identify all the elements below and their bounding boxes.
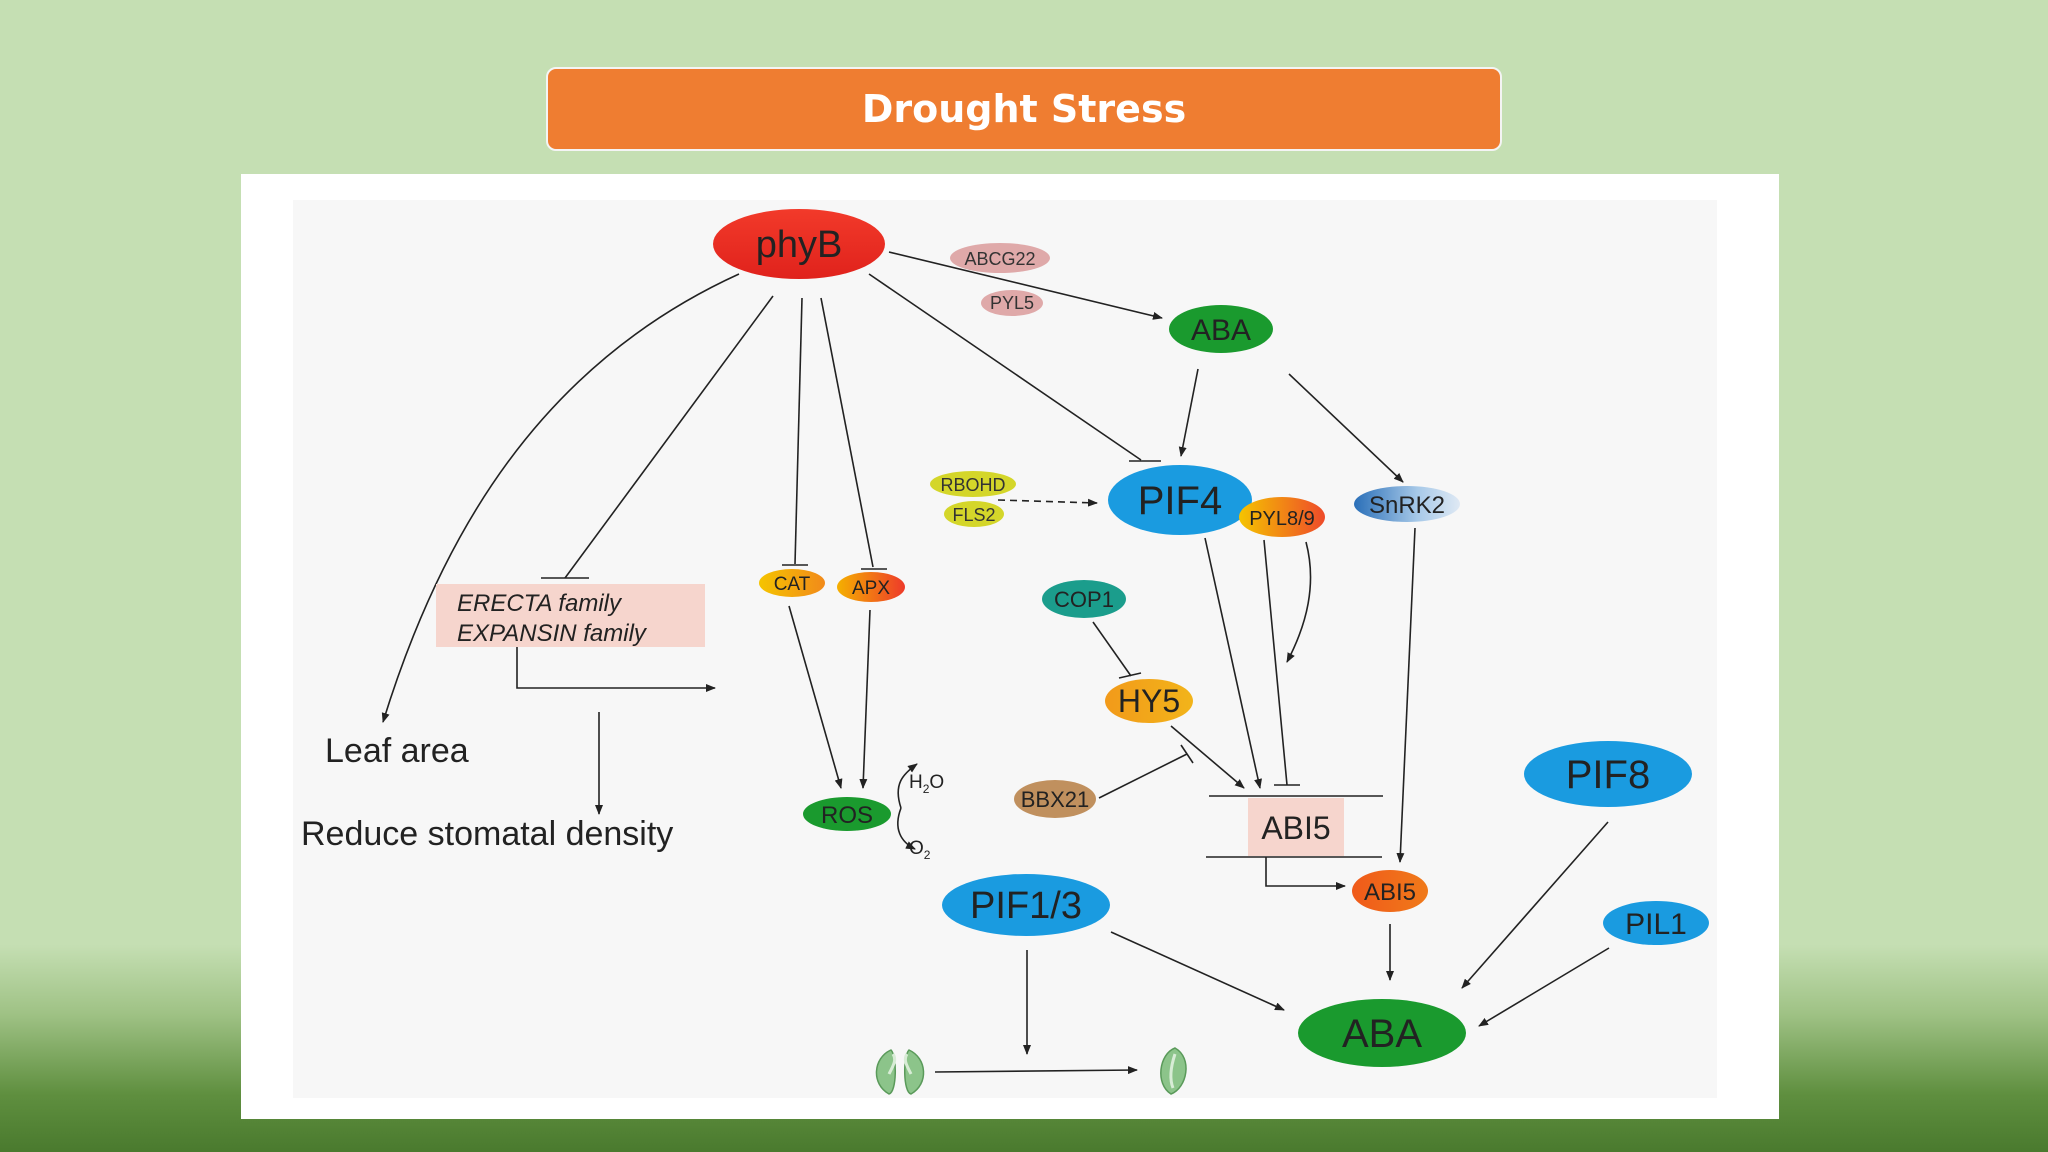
node-aba-bottom-label: ABA: [1342, 1012, 1422, 1056]
node-cop1-label: COP1: [1054, 587, 1114, 612]
node-ros: [803, 797, 891, 831]
node-bbx21: [1014, 780, 1096, 818]
node-rbohd-label: RBOHD: [940, 475, 1005, 495]
abi5-box-label: ABI5: [1261, 810, 1330, 846]
node-apx: [837, 572, 905, 602]
node-fls2: [944, 501, 1004, 527]
edge-erecta-right: [516, 646, 716, 692]
node-aba-top-label: ABA: [1191, 314, 1251, 347]
edge-pif4-abi5: [1204, 537, 1262, 789]
node-pif4-label: PIF4: [1138, 479, 1222, 523]
edge-phyb-cat: [794, 297, 803, 565]
edge-pif13-aba: [1110, 931, 1285, 1011]
edge-cat-ros: [788, 605, 843, 789]
node-phyb: [713, 209, 885, 279]
node-pyl89-label: PYL8/9: [1249, 508, 1315, 530]
edge-aba-snrk2: [1288, 373, 1404, 483]
node-cop1: [1042, 580, 1126, 618]
node-aba-top: [1169, 305, 1273, 353]
inhibit-bar-bbx21: [1180, 744, 1194, 764]
edge-phyb-apx: [820, 297, 874, 568]
erecta-label: ERECTA family: [457, 590, 623, 617]
node-pif8: [1524, 741, 1692, 807]
node-fls2-label: FLS2: [952, 505, 995, 525]
node-snrk2-label: SnRK2: [1369, 492, 1445, 519]
edge-cop1-hy5: [1092, 621, 1132, 677]
stomata-open-icon: [875, 1049, 925, 1095]
stomatal-density-label: Reduce stomatal density: [301, 815, 673, 853]
edge-phyb-erecta: [564, 295, 774, 579]
inhibit-bar-hy5: [1118, 672, 1142, 679]
edge-hy5-abi5: [1170, 725, 1245, 789]
node-phyb-label: phyB: [756, 224, 843, 266]
leaf-area-label: Leaf area: [325, 732, 469, 770]
edge-pil1-aba: [1478, 947, 1610, 1027]
node-pif8-label: PIF8: [1566, 753, 1650, 797]
edge-ros-o2: [897, 807, 916, 850]
node-pyl5: [981, 290, 1043, 316]
node-pyl5-label: PYL5: [990, 293, 1034, 313]
edge-pyl89-curve: [1286, 541, 1312, 663]
node-hy5: [1105, 679, 1193, 723]
slide-title: Drought Stress: [546, 67, 1502, 151]
o2-label: O2: [909, 838, 931, 862]
stomata-closed-icon: [1160, 1047, 1187, 1095]
node-pif13: [942, 874, 1110, 936]
node-pif4: [1108, 465, 1252, 535]
node-abcg22-label: ABCG22: [964, 249, 1035, 269]
edge-apx-ros: [859, 609, 871, 789]
edge-phyb-aba: [888, 251, 1163, 320]
node-apx-label: APX: [852, 578, 890, 599]
abi5-box: [1248, 798, 1344, 856]
node-pil1-label: PIL1: [1625, 908, 1687, 941]
edge-phyb-pif4: [868, 273, 1142, 461]
diagram-panel: ERECTA family EXPANSIN family Leaf area …: [241, 174, 1779, 1119]
expansin-label: EXPANSIN family: [457, 620, 648, 647]
erecta-box: [436, 584, 705, 647]
node-aba-bottom: [1298, 999, 1466, 1067]
node-cat: [759, 569, 825, 597]
diagram-background: [293, 200, 1717, 1098]
edges: [381, 251, 1610, 1075]
h2o-label: H2O: [909, 772, 944, 796]
node-hy5-label: HY5: [1118, 683, 1180, 719]
edge-aba-pif4: [1178, 368, 1199, 457]
edge-rbohd-pif4: [997, 498, 1098, 507]
node-ros-label: ROS: [821, 802, 873, 829]
edge-stomata: [934, 1066, 1138, 1075]
node-snrk2: [1354, 486, 1460, 522]
node-cat-label: CAT: [774, 574, 811, 595]
node-abi5: [1352, 870, 1428, 912]
node-pif13-label: PIF1/3: [970, 885, 1082, 927]
node-abi5-label: ABI5: [1364, 879, 1416, 906]
edge-snrk2-abi5: [1396, 527, 1416, 863]
edge-phyb-leaf-area: [381, 273, 740, 723]
node-pil1: [1603, 901, 1709, 945]
edge-abi5box-abi5: [1265, 857, 1346, 890]
node-pyl89: [1239, 497, 1325, 537]
edge-pif8-aba: [1461, 821, 1609, 989]
edge-ros-h2o: [897, 763, 918, 809]
node-abcg22: [950, 243, 1050, 273]
pathway-diagram: ERECTA family EXPANSIN family Leaf area …: [293, 200, 1717, 1098]
edge-bbx21-hy5: [1098, 753, 1188, 799]
edge-pyl89-abi5: [1263, 539, 1288, 786]
node-rbohd: [930, 471, 1016, 497]
node-bbx21-label: BBX21: [1021, 787, 1090, 812]
